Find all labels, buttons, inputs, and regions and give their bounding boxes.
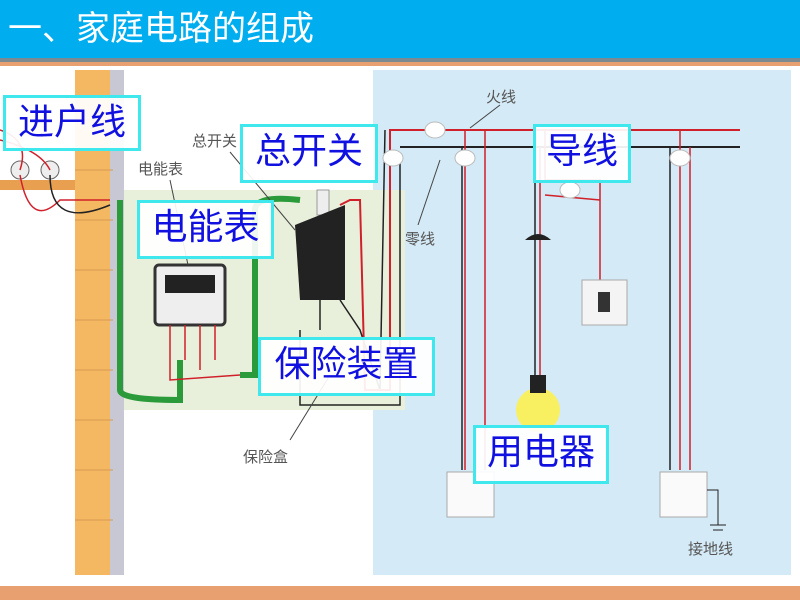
callout-appliance: 用电器 [473,425,609,484]
label-ground-wire: 接地线 [688,540,734,558]
three-pin-socket [659,471,708,518]
callout-main-switch: 总开关 [240,124,378,183]
label-neutral-wire: 零线 [405,230,436,248]
light-bulb [516,388,560,432]
header-accent [0,62,800,66]
callout-wire: 导线 [533,124,631,183]
label-live-wire: 火线 [486,88,517,106]
ground-symbol [707,489,726,531]
label-fuse-box: 保险盒 [243,448,289,466]
brick-wall [75,70,113,575]
footer-accent [0,586,800,600]
lamp-holder [525,234,551,240]
callout-fuse: 保险装置 [258,337,435,396]
label-meter: 电能表 [138,160,184,178]
electric-meter [153,263,227,327]
callout-meter: 电能表 [137,200,274,259]
label-main-switch: 总开关 [192,132,238,150]
callout-service-line: 进户线 [3,95,141,151]
header-divider [0,58,800,62]
insulator-bracket [0,180,75,190]
slide-title: 一、家庭电路的组成 [0,0,800,58]
main-switch [295,205,345,300]
